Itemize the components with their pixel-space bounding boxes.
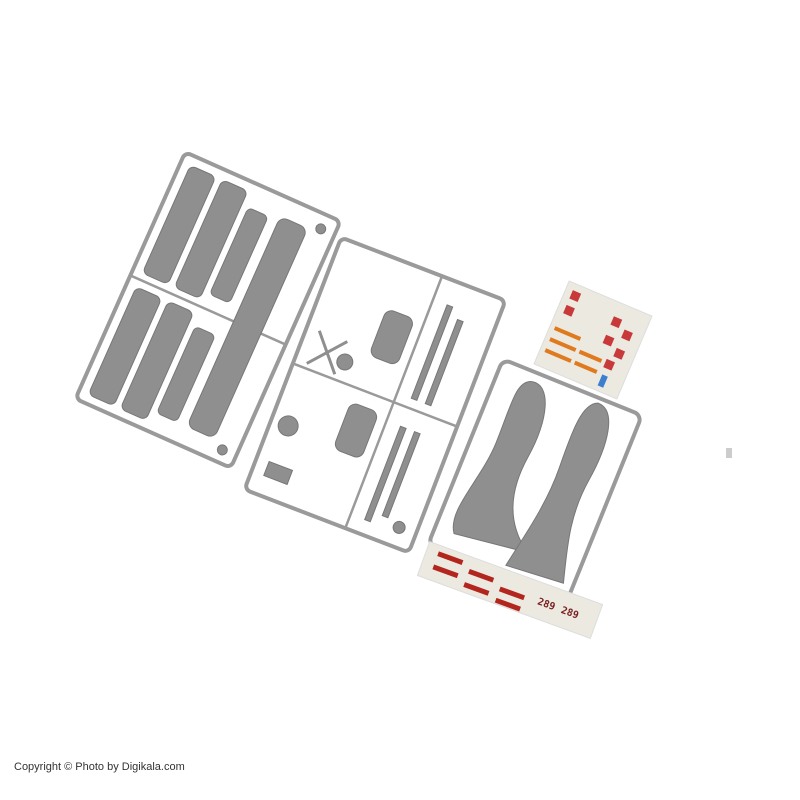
sprue-details [244, 237, 506, 553]
small-fragment [726, 448, 732, 458]
copyright-caption: Copyright © Photo by Digikala.com [14, 761, 185, 773]
decal-sheet-1 [533, 280, 653, 400]
decal-sheet-2 [416, 540, 604, 640]
sprue-wings [75, 152, 341, 468]
